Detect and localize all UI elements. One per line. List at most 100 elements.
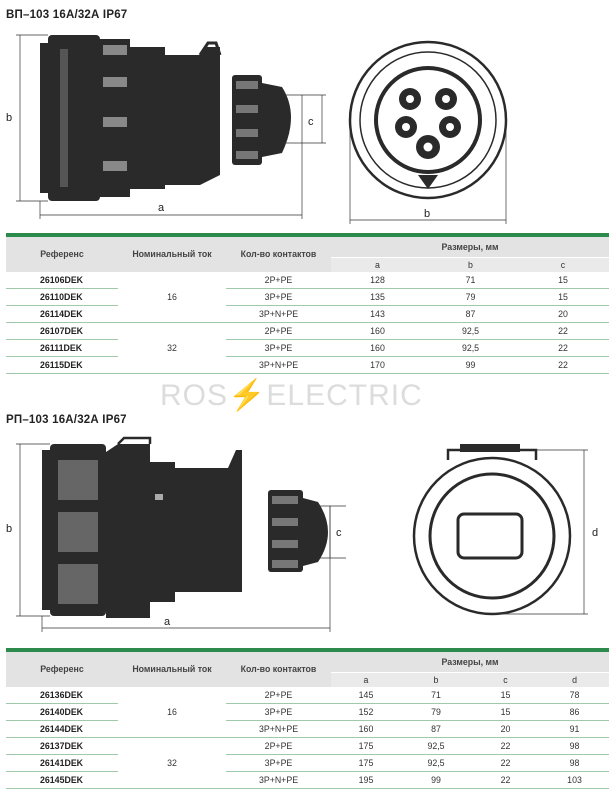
contacts-cell: 3P+PE bbox=[226, 288, 331, 306]
dim-a-label: a bbox=[164, 616, 171, 628]
ref-cell: 26137DEK bbox=[6, 737, 118, 755]
contacts-cell: 2P+PE bbox=[226, 322, 331, 340]
dim-a-label: a bbox=[158, 202, 165, 214]
a-cell: 143 bbox=[331, 305, 424, 323]
table-row: 26137DEK 32 2P+PE 175 92,5 22 98 bbox=[6, 737, 610, 789]
dim-c-label: c bbox=[308, 116, 314, 128]
section2-title: РП–103 16А/32А IP67 bbox=[6, 414, 127, 426]
b-cell: 71 bbox=[401, 686, 471, 704]
b-cell: 92,5 bbox=[424, 339, 517, 357]
table-row: 26136DEK 16 2P+PE 145 71 15 78 bbox=[6, 686, 610, 738]
col-header-a: a bbox=[331, 671, 401, 687]
d-cell: 86 bbox=[540, 703, 610, 721]
d-cell: 103 bbox=[540, 771, 610, 789]
section1-title: ВП–103 16А/32А IP67 bbox=[6, 9, 128, 21]
section1-table: Референс Номинальный ток Кол-во контакто… bbox=[6, 233, 610, 374]
col-header-c: c bbox=[471, 671, 540, 687]
col-header-c: c bbox=[517, 256, 610, 272]
ref-cell: 26107DEK bbox=[6, 322, 118, 340]
ref-cell: 26136DEK bbox=[6, 686, 118, 704]
b-cell: 79 bbox=[424, 288, 517, 306]
b-cell: 92,5 bbox=[424, 322, 517, 340]
watermark: ROS⚡ELECTRIC bbox=[160, 378, 423, 413]
contacts-cell: 3P+N+PE bbox=[226, 720, 331, 738]
col-header-sizes: Размеры, мм bbox=[331, 237, 610, 257]
watermark-left: ROS bbox=[160, 379, 229, 412]
c-cell: 22 bbox=[471, 737, 540, 755]
col-header-ref: Референс bbox=[6, 237, 118, 272]
current-cell: 16 bbox=[118, 686, 226, 738]
b-cell: 87 bbox=[424, 305, 517, 323]
plug-side-view bbox=[16, 34, 326, 219]
contacts-cell: 3P+PE bbox=[226, 703, 331, 721]
a-cell: 160 bbox=[331, 322, 424, 340]
b-cell: 87 bbox=[401, 720, 471, 738]
c-cell: 15 bbox=[517, 271, 610, 289]
table-row: 26144DEK 3P+N+PE 160 87 20 91 bbox=[6, 720, 610, 738]
col-header-sizes: Размеры, мм bbox=[331, 652, 610, 672]
ref-cell: 26111DEK bbox=[6, 339, 118, 357]
table-row: 26140DEK 3P+PE 152 79 15 86 bbox=[6, 703, 610, 721]
table-row: 26114DEK 3P+N+PE 143 87 20 bbox=[6, 305, 610, 323]
current-cell: 16 bbox=[118, 271, 226, 323]
c-cell: 20 bbox=[517, 305, 610, 323]
table-row: 26110DEK 3P+PE 135 79 15 bbox=[6, 288, 610, 306]
c-cell: 20 bbox=[471, 720, 540, 738]
a-cell: 135 bbox=[331, 288, 424, 306]
col-header-contacts: Кол-во контактов bbox=[226, 237, 331, 272]
d-cell: 78 bbox=[540, 686, 610, 704]
watermark-right: ELECTRIC bbox=[266, 379, 423, 412]
col-header-current: Номинальный ток bbox=[118, 652, 226, 687]
socket-side-view bbox=[16, 436, 346, 632]
a-cell: 160 bbox=[331, 720, 401, 738]
current-cell: 32 bbox=[118, 322, 226, 374]
table-row: 26107DEK 32 2P+PE 160 92,5 22 bbox=[6, 322, 610, 374]
dim-c-label: c bbox=[336, 527, 342, 539]
contacts-cell: 3P+PE bbox=[226, 754, 331, 772]
ref-cell: 26115DEK bbox=[6, 356, 118, 374]
d-cell: 98 bbox=[540, 737, 610, 755]
plug-drawing: a b c b bbox=[6, 34, 508, 224]
col-header-b: b bbox=[401, 671, 471, 687]
ref-cell: 26106DEK bbox=[6, 271, 118, 289]
c-cell: 15 bbox=[471, 686, 540, 704]
col-header-a: a bbox=[331, 256, 424, 272]
b-cell: 92,5 bbox=[401, 754, 471, 772]
table-row: 26115DEK 3P+N+PE 170 99 22 bbox=[6, 356, 610, 374]
ref-cell: 26141DEK bbox=[6, 754, 118, 772]
lightning-icon: ⚡ bbox=[228, 379, 267, 412]
table-row: 26106DEK 16 2P+PE 128 71 15 bbox=[6, 271, 610, 323]
ref-cell: 26144DEK bbox=[6, 720, 118, 738]
c-cell: 15 bbox=[471, 703, 540, 721]
c-cell: 15 bbox=[517, 288, 610, 306]
table-row: 26141DEK 3P+PE 175 92,5 22 98 bbox=[6, 754, 610, 772]
a-cell: 170 bbox=[331, 356, 424, 374]
b-cell: 92,5 bbox=[401, 737, 471, 755]
d-cell: 98 bbox=[540, 754, 610, 772]
b-cell: 99 bbox=[424, 356, 517, 374]
ref-cell: 26114DEK bbox=[6, 305, 118, 323]
c-cell: 22 bbox=[517, 339, 610, 357]
col-header-b: b bbox=[424, 256, 517, 272]
col-header-d: d bbox=[540, 671, 610, 687]
a-cell: 128 bbox=[331, 271, 424, 289]
socket-drawing: a b c d bbox=[6, 436, 598, 632]
col-header-ref: Референс bbox=[6, 652, 118, 687]
contacts-cell: 2P+PE bbox=[226, 737, 331, 755]
dim-b-label: b bbox=[6, 523, 12, 535]
ref-cell: 26140DEK bbox=[6, 703, 118, 721]
c-cell: 22 bbox=[517, 356, 610, 374]
c-cell: 22 bbox=[471, 754, 540, 772]
contacts-cell: 3P+N+PE bbox=[226, 771, 331, 789]
dim-b-front-label: b bbox=[424, 208, 430, 220]
table-row: 26111DEK 3P+PE 160 92,5 22 bbox=[6, 339, 610, 357]
a-cell: 175 bbox=[331, 737, 401, 755]
contacts-cell: 3P+N+PE bbox=[226, 356, 331, 374]
contacts-cell: 2P+PE bbox=[226, 686, 331, 704]
b-cell: 71 bbox=[424, 271, 517, 289]
dim-b-label: b bbox=[6, 112, 12, 124]
b-cell: 99 bbox=[401, 771, 471, 789]
a-cell: 145 bbox=[331, 686, 401, 704]
contacts-cell: 3P+PE bbox=[226, 339, 331, 357]
d-cell: 91 bbox=[540, 720, 610, 738]
